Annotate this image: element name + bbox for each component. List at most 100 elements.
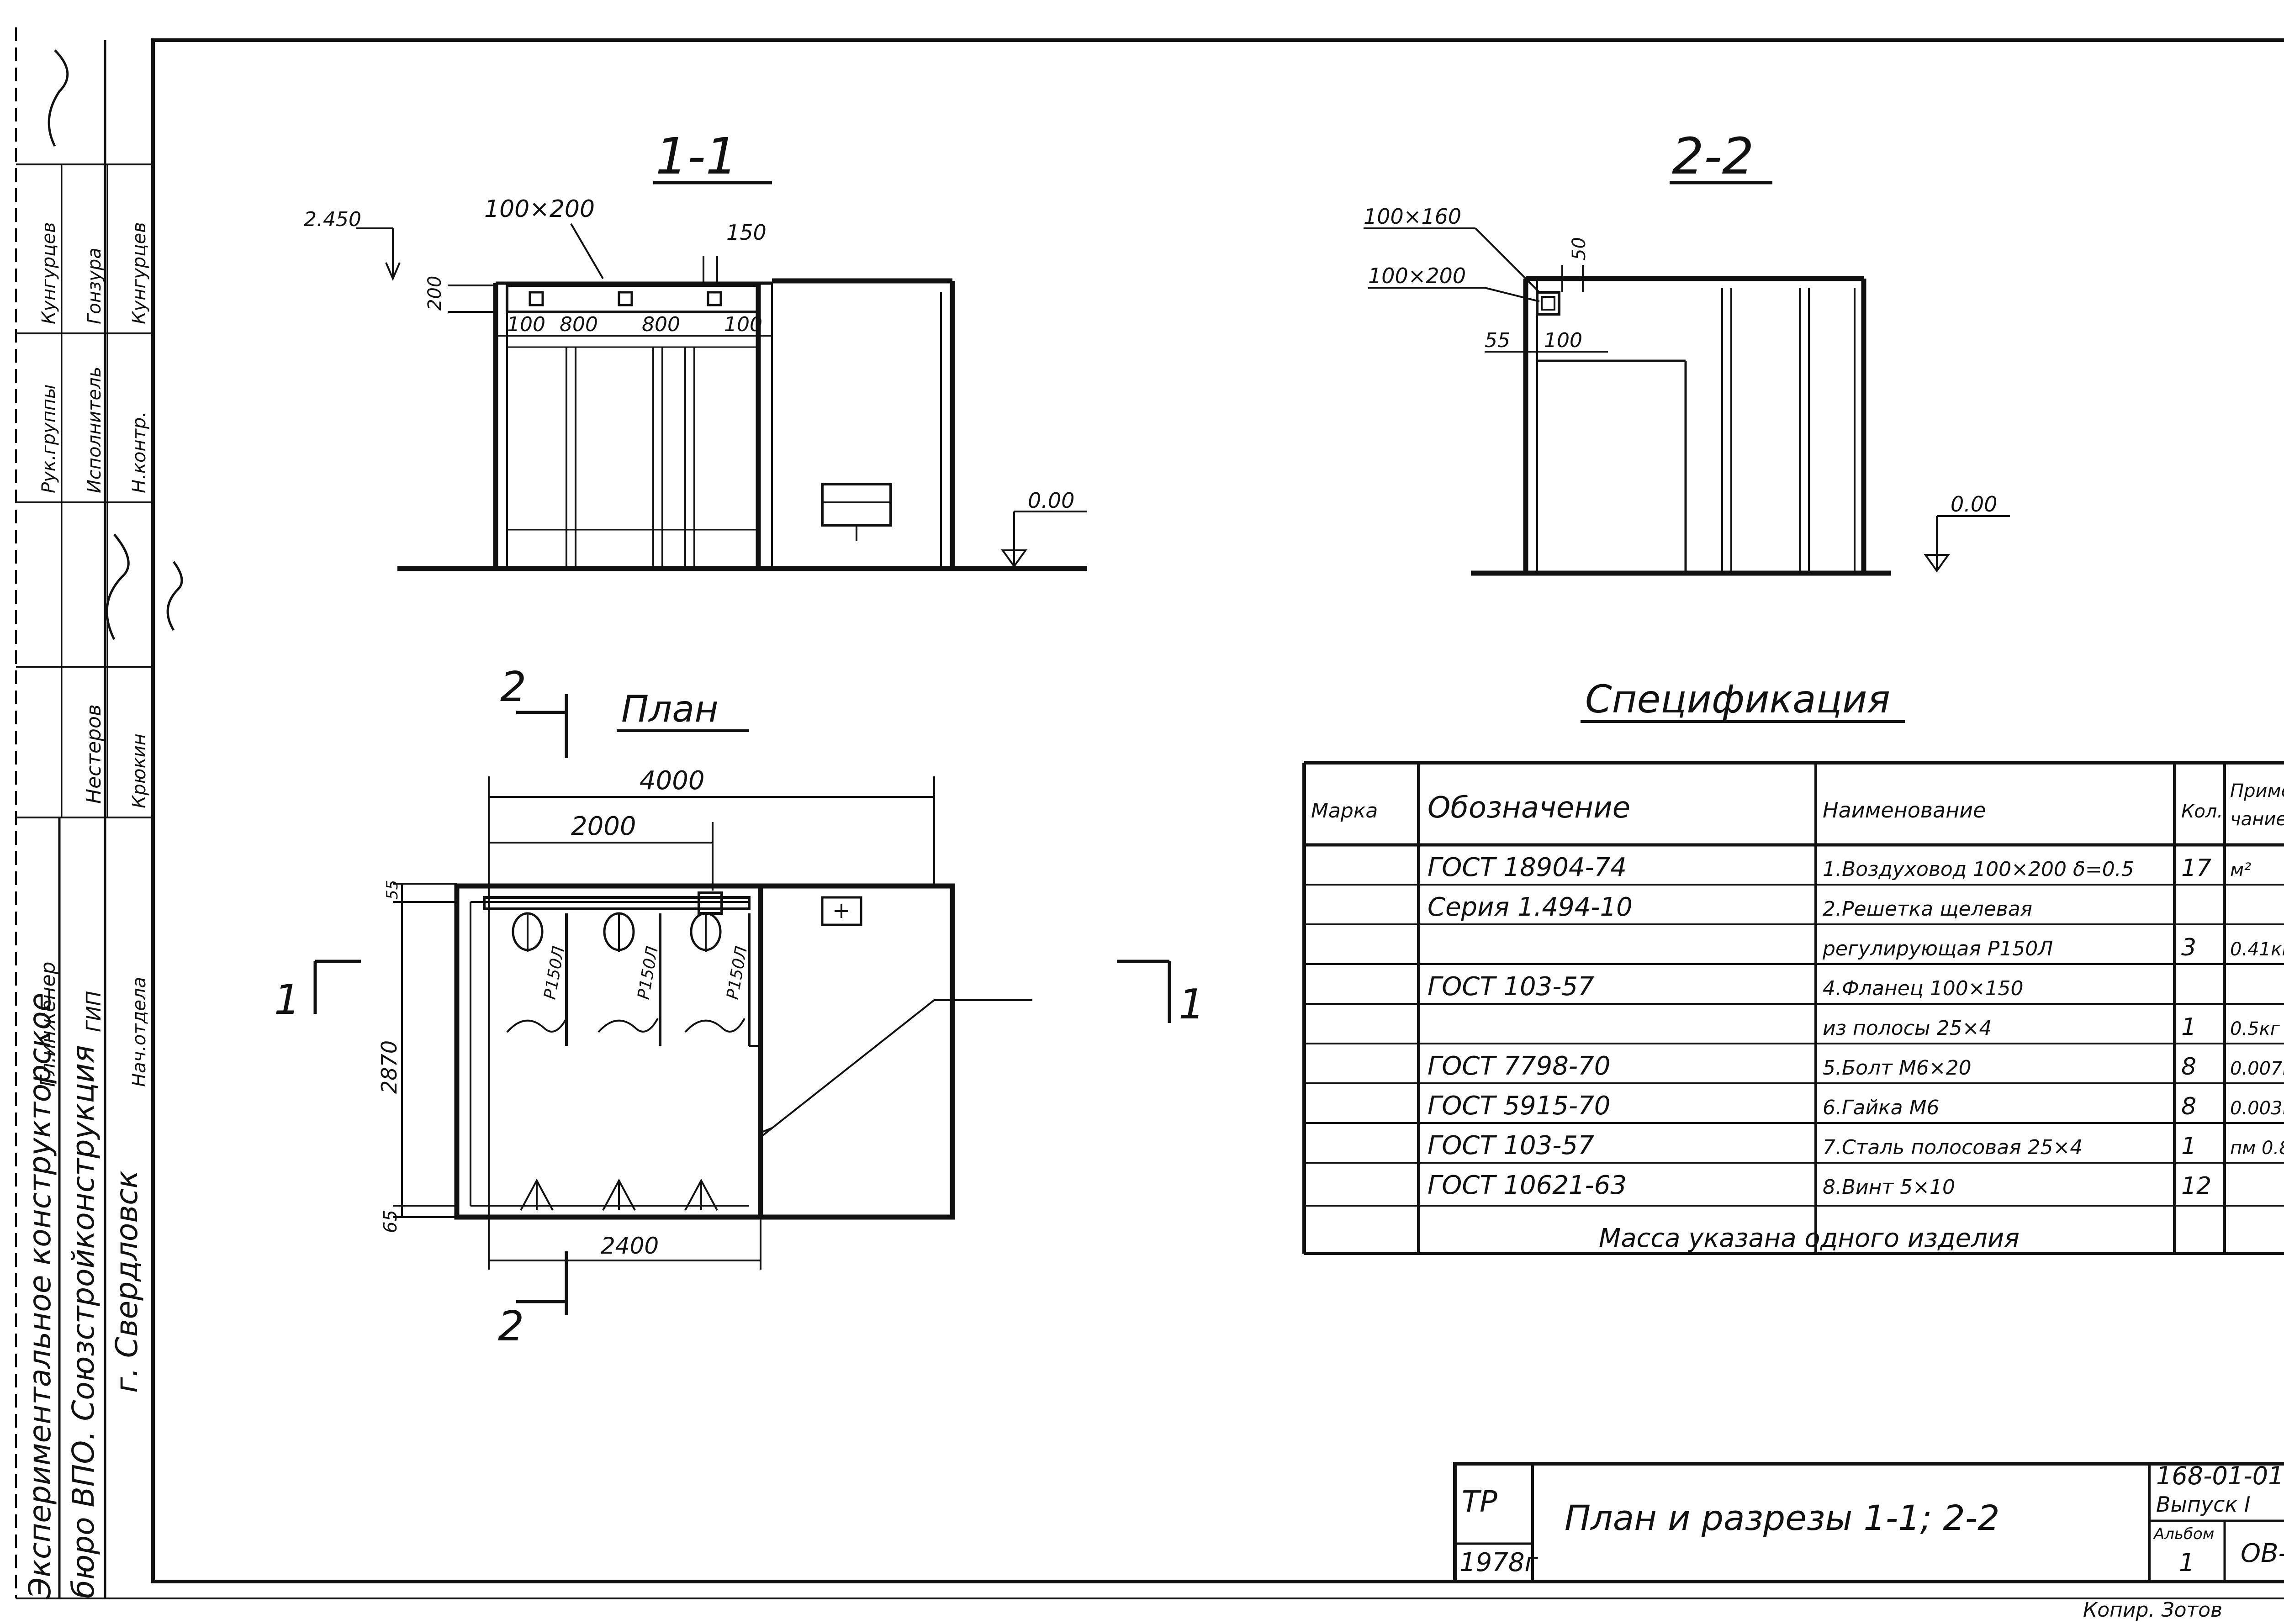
- signature-2: [106, 533, 130, 640]
- section-2-2: 2-2 100×160 100×200 50 55 100 0.00: [1364, 127, 2010, 576]
- dim-150: 150: [726, 220, 767, 245]
- dim-55: 55: [1485, 329, 1510, 352]
- spec-cell: 1: [2181, 1133, 2196, 1160]
- spec-footnote: Масса указана одного изделия: [1599, 1223, 2020, 1253]
- spec-cell: 8: [2181, 1093, 2196, 1120]
- spec-cell: регулирующая Р150Л: [1822, 937, 2053, 960]
- spec-cell: 6.Гайка М6: [1823, 1096, 1940, 1119]
- org-line-2: бюро ВПО. Союзстройконструкция: [66, 1045, 101, 1598]
- spec-row-lines: [1304, 884, 2284, 1207]
- plan-dim-65: 65: [380, 1210, 401, 1233]
- plan-dim-4000: 4000: [640, 766, 705, 796]
- spec-cells: МаркаОбозначениеНаименованиеКол.Приме-ча…: [1311, 780, 2284, 1200]
- org-line-1: Экспериментальное конструкторское: [22, 993, 58, 1599]
- tb-issue: Выпуск I: [2156, 1492, 2250, 1517]
- spec-cell: 2.Решетка щелевая: [1823, 897, 2032, 921]
- tb-album: 1: [2179, 1548, 2194, 1577]
- dim-800-a: 800: [560, 313, 598, 336]
- role-group-head: Рук.группы: [38, 384, 59, 493]
- duct-label: 100×200: [484, 195, 595, 223]
- dim-100-left: 100: [507, 313, 545, 336]
- role-executor: Исполнитель: [84, 367, 105, 493]
- spec-header: Марка: [1311, 799, 1378, 823]
- spec-cell: 1.Воздуховод 100×200 δ=0.5: [1823, 858, 2134, 881]
- sheet-frame: [15, 27, 2284, 1599]
- elev-top: 2.450: [304, 208, 361, 231]
- plan-dim-2400: 2400: [601, 1233, 659, 1259]
- duct-label-a: 100×160: [1364, 204, 1461, 229]
- role-chief-engineer: Гл.инженер: [37, 962, 60, 1087]
- tb-tp: ТР: [1462, 1485, 1497, 1519]
- plan-duct: [483, 896, 751, 910]
- side-stamp: Экспериментальное конструкторское бюро В…: [16, 40, 183, 1599]
- section-1-1: 1-1 2.450 100×200 150: [304, 127, 1087, 571]
- name-kungurtsev-1: Кунгурцев: [38, 222, 59, 324]
- cut-2-top: 2: [500, 663, 526, 711]
- spec-cell: м²: [2230, 859, 2251, 881]
- spec-cell: из полосы 25×4: [1823, 1017, 1992, 1040]
- spec-title: Спецификация: [1585, 677, 1890, 722]
- spec-table: МаркаОбозначениеНаименованиеКол.Приме-ча…: [1302, 761, 2284, 1255]
- title-block: ТР 1978г План и разрезы 1-1; 2-2 168-01-…: [1453, 1461, 2284, 1622]
- sink: [821, 483, 892, 527]
- duct-label-b: 100×200: [1368, 264, 1466, 288]
- spec-cell: 3: [2181, 934, 2196, 961]
- spec-cell: 7.Сталь полосовая 25×4: [1823, 1136, 2083, 1159]
- plan-grille-b: Р150Л: [634, 945, 662, 1001]
- spec-header: Обозначение: [1428, 791, 1630, 825]
- plan-grille-c: Р150Л: [723, 945, 751, 1001]
- spec-header: Наименование: [1823, 798, 1986, 823]
- role-gip: ГИП: [82, 991, 106, 1032]
- tb-year: 1978г: [1459, 1548, 1539, 1577]
- spec-cell: 8: [2181, 1053, 2196, 1081]
- plan-view: План Р150Л Р150Л Р150Л: [274, 663, 1205, 1350]
- dim-800-b: 800: [642, 313, 680, 336]
- spec-header: Приме-: [2230, 780, 2284, 801]
- elev-floor-1: 0.00: [1028, 488, 1074, 513]
- spec-cell: 0.5кг: [2230, 1018, 2280, 1039]
- signature-1: [48, 49, 69, 147]
- spec-cell: ГОСТ 10621-63: [1428, 1171, 1627, 1200]
- plan-dim-2000: 2000: [571, 812, 636, 841]
- duct-2-2: [1536, 291, 1560, 316]
- section-2-title: 2-2: [1672, 127, 1754, 185]
- dim-200: 200: [424, 276, 445, 311]
- spec-cell: ГОСТ 5915-70: [1428, 1091, 1610, 1121]
- elev-floor-2: 0.00: [1951, 492, 1997, 517]
- tb-album-label: Альбом: [2153, 1525, 2214, 1543]
- spec-cell: Серия 1.494-10: [1428, 892, 1633, 922]
- dim-100-right: 100: [724, 313, 762, 336]
- dim-50: 50: [1569, 237, 1590, 260]
- spec-cell: ГОСТ 18904-74: [1428, 853, 1627, 882]
- role-dept-head: Нач.отдела: [129, 977, 150, 1087]
- spec-cell: 8.Винт 5×10: [1823, 1176, 1955, 1199]
- name-nesterov: Нестеров: [82, 704, 106, 804]
- spec-cell: 0.007кг: [2230, 1058, 2284, 1079]
- plan-grille-a: Р150Л: [540, 945, 568, 1001]
- plan-title: План: [621, 688, 719, 730]
- spec-cell: ГОСТ 103-57: [1428, 972, 1594, 1002]
- signature-3: [166, 561, 183, 631]
- tb-code: 168-01-01: [2156, 1461, 2284, 1490]
- spec-header: чание: [2230, 809, 2284, 830]
- name-kungurtsev-2: Кунгурцев: [129, 222, 150, 324]
- name-gonzura: Гонзура: [84, 248, 105, 324]
- spec-cell: ГОСТ 7798-70: [1428, 1051, 1610, 1081]
- tb-sheet: ОВ-2: [2241, 1539, 2284, 1568]
- spec-cell: ГОСТ 103-57: [1428, 1131, 1594, 1160]
- org-line-3: г. Свердловск: [109, 1171, 144, 1393]
- plan-dim-2870: 2870: [377, 1040, 402, 1094]
- name-kryukin: Крюкин: [129, 733, 150, 808]
- cut-2-bottom: 2: [498, 1302, 524, 1350]
- cut-1-left: 1: [274, 976, 300, 1024]
- section-1-title: 1-1: [656, 127, 738, 185]
- dim-100: 100: [1544, 329, 1582, 352]
- spec-cell: 1: [2181, 1013, 2196, 1041]
- role-norm-control: Н.контр.: [129, 411, 150, 493]
- tb-sheet-title: План и разрезы 1-1; 2-2: [1565, 1497, 2000, 1538]
- cut-1-right: 1: [1179, 981, 1205, 1028]
- plan-dim-55: 55: [383, 880, 402, 900]
- spec-cell: 4.Фланец 100×150: [1823, 977, 2024, 1000]
- spec-cell: 17: [2181, 854, 2211, 882]
